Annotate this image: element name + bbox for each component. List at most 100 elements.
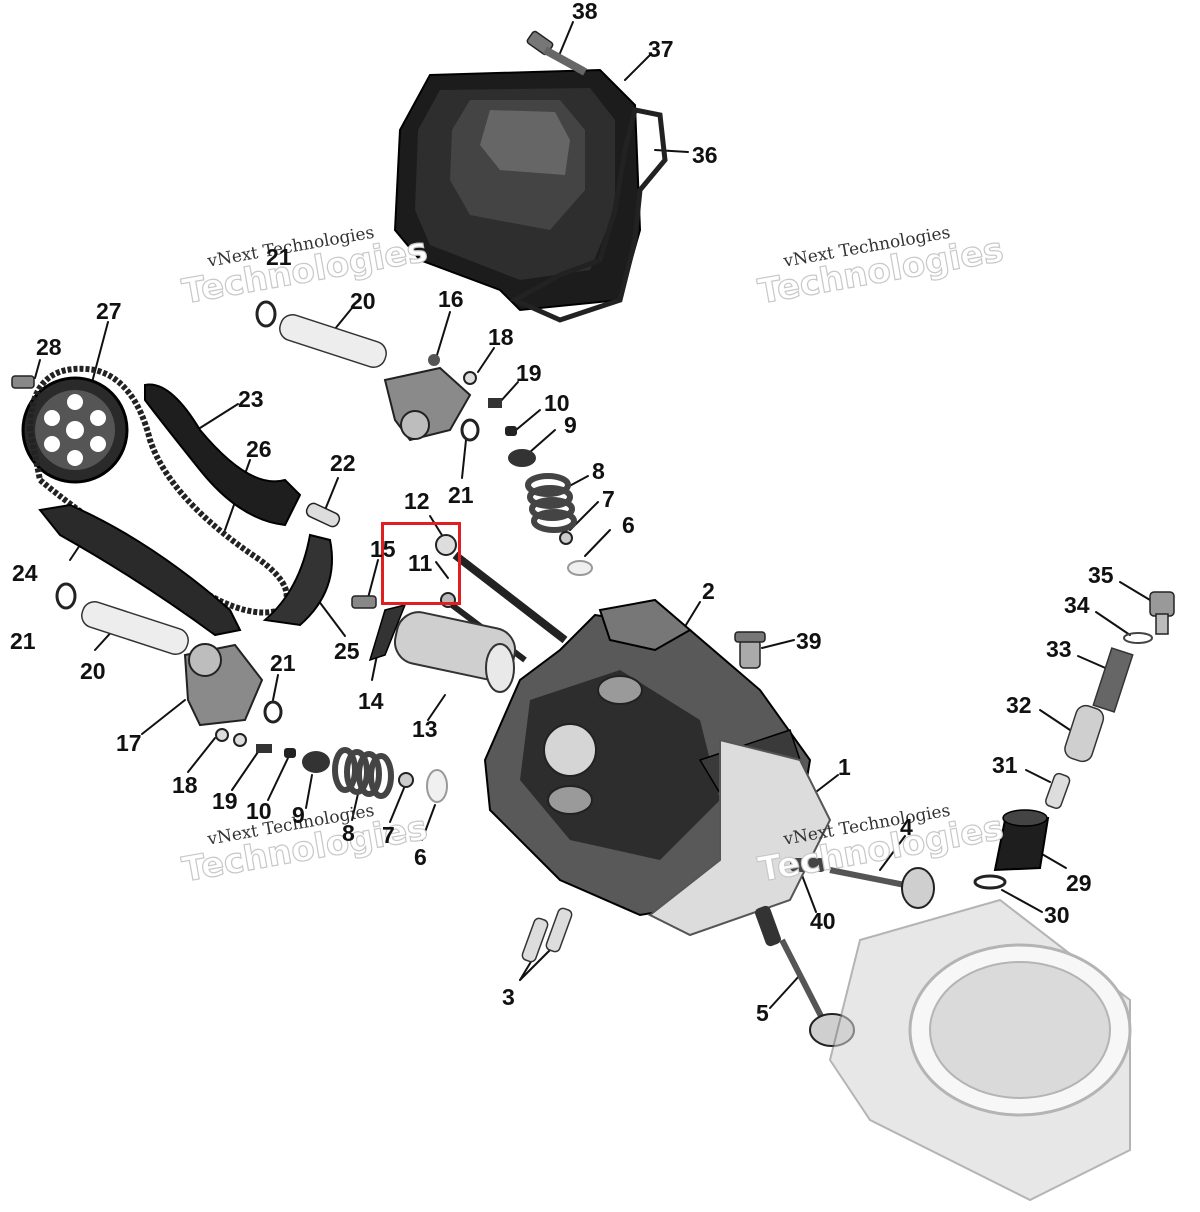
leader-28: [34, 359, 41, 379]
callout-8: 8: [342, 820, 355, 846]
leader-16: [436, 311, 451, 356]
bolt-38: [526, 30, 587, 76]
leader-19-bottom: [231, 751, 259, 791]
leader-6-top: [584, 529, 611, 557]
leader-5: [769, 974, 801, 1009]
callout-27: 27: [96, 298, 122, 324]
chain-guide-25: [262, 533, 333, 627]
camshaft: [393, 611, 517, 693]
valve-cover: [393, 68, 642, 312]
leader-30: [1001, 889, 1043, 913]
callout-21: 21: [266, 244, 292, 270]
valve-4: [829, 867, 935, 909]
callout-9: 9: [564, 412, 577, 438]
callout-11: 11: [408, 550, 433, 576]
guide-40a: [790, 858, 826, 872]
callout-32: 32: [1006, 692, 1032, 718]
callout-31: 31: [992, 752, 1018, 778]
retainer-9-bottom: [302, 751, 330, 773]
leader-34: [1095, 611, 1131, 636]
oring-21-lower: [263, 700, 283, 724]
keeper-10-bottom: [284, 748, 296, 758]
callout-28: 28: [36, 334, 62, 360]
callout-26: 26: [246, 436, 272, 462]
seal-7-top: [559, 531, 573, 545]
leader-3b: [519, 944, 556, 981]
callout-9: 9: [292, 802, 305, 828]
callout-35: 35: [1088, 562, 1114, 588]
chain-guide-23: [144, 383, 302, 527]
oring-21-mid: [460, 418, 480, 442]
callout-25: 25: [334, 638, 360, 664]
callout-24: 24: [12, 560, 38, 586]
leader-36: [654, 149, 689, 153]
leader-25: [317, 599, 346, 637]
washer-6-top: [567, 560, 593, 576]
leader-9-bottom: [305, 774, 313, 809]
push-rod-upper: [452, 551, 568, 644]
callout-15: 15: [370, 536, 396, 562]
callout-21: 21: [270, 650, 296, 676]
leader-35: [1119, 581, 1151, 601]
oring-21-left: [55, 582, 77, 610]
guide-40b: [755, 905, 781, 947]
callout-19: 19: [212, 788, 238, 814]
callout-30: 30: [1044, 902, 1070, 928]
washer-18-top: [463, 371, 477, 385]
bolt-15: [351, 595, 377, 609]
callout-6: 6: [414, 844, 427, 870]
leader-10-bottom: [267, 757, 289, 801]
callout-2: 2: [702, 578, 715, 604]
leader-9-top: [529, 429, 556, 453]
callout-6: 6: [622, 512, 635, 538]
valve-spring-bottom: [332, 747, 394, 799]
leader-22: [324, 477, 339, 511]
callout-36: 36: [692, 142, 718, 168]
washer-18-bottom: [215, 728, 229, 742]
rocker-arm-upper: [383, 354, 472, 442]
leader-19-top: [499, 381, 519, 403]
leader-21-right: [461, 439, 467, 479]
washer-6-bottom: [426, 769, 448, 803]
leader-21-bottom: [272, 674, 279, 701]
plug-39: [734, 631, 766, 669]
callout-21: 21: [10, 628, 36, 654]
callout-5: 5: [756, 1000, 769, 1026]
callout-34: 34: [1064, 592, 1090, 618]
leader-13: [427, 694, 446, 721]
leader-38: [557, 21, 574, 59]
callout-1: 1: [838, 754, 851, 780]
callout-18: 18: [488, 324, 514, 350]
callout-20: 20: [350, 288, 376, 314]
chain-tensioner-24: [38, 503, 242, 637]
leader-39: [761, 639, 795, 649]
callout-21: 21: [448, 482, 474, 508]
part-12: [435, 534, 457, 556]
leader-37: [624, 54, 651, 81]
callout-33: 33: [1046, 636, 1072, 662]
dowel-3b: [545, 907, 573, 953]
callout-38: 38: [572, 0, 598, 24]
callout-37: 37: [648, 36, 674, 62]
leader-17: [141, 699, 186, 735]
leader-31: [1025, 769, 1051, 783]
screw-19-bottom: [256, 744, 272, 753]
leader-40: [799, 869, 817, 913]
callout-10: 10: [544, 390, 570, 416]
callout-7: 7: [602, 486, 615, 512]
cam-sprocket: [21, 376, 129, 484]
dowel-3a: [521, 917, 549, 963]
cylinder-block: [828, 898, 1132, 1202]
callout-19: 19: [516, 360, 542, 386]
highlight-box-11-12: [381, 522, 461, 605]
leader-27: [89, 321, 109, 391]
callout-16: 16: [438, 286, 464, 312]
callout-39: 39: [796, 628, 822, 654]
callout-7: 7: [382, 822, 395, 848]
callout-22: 22: [330, 450, 356, 476]
washer-18b-bottom: [233, 733, 247, 747]
head-gasket: [648, 738, 832, 937]
screw-19-top: [488, 398, 502, 408]
